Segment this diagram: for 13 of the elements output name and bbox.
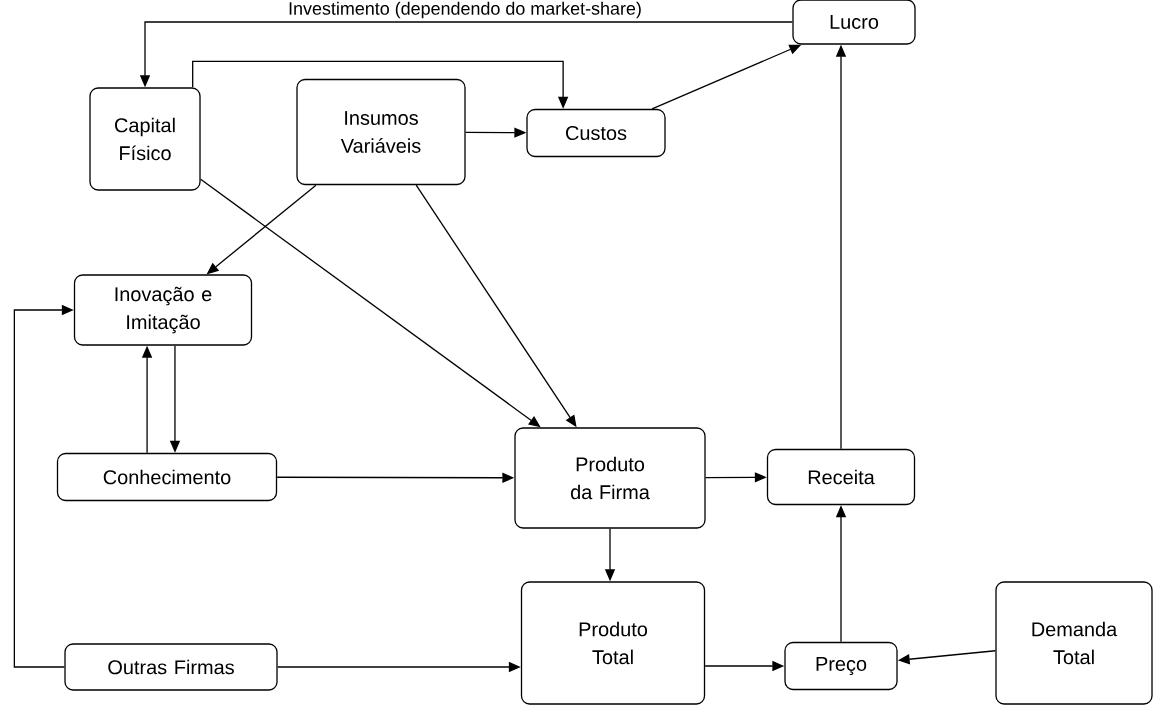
process-box: Outras Firmas [64,643,278,691]
process-box: Inovação e Imitação [73,274,253,346]
edge-label: Investimento (dependendo do market-share) [289,1,641,19]
process-box: Insumos Variáveis [296,78,466,186]
process-box: Conhecimento [56,452,278,502]
process-box: Lucro [792,0,916,45]
process-box: Custos [526,108,666,158]
process-box: Receita [766,448,916,506]
process-box: Preço [784,641,898,691]
process-box: Demanda Total [995,581,1153,705]
process-box: Capital Físico [89,87,201,191]
process-box: Produto Total [520,581,706,705]
process-box: Produto da Firma [514,427,706,529]
